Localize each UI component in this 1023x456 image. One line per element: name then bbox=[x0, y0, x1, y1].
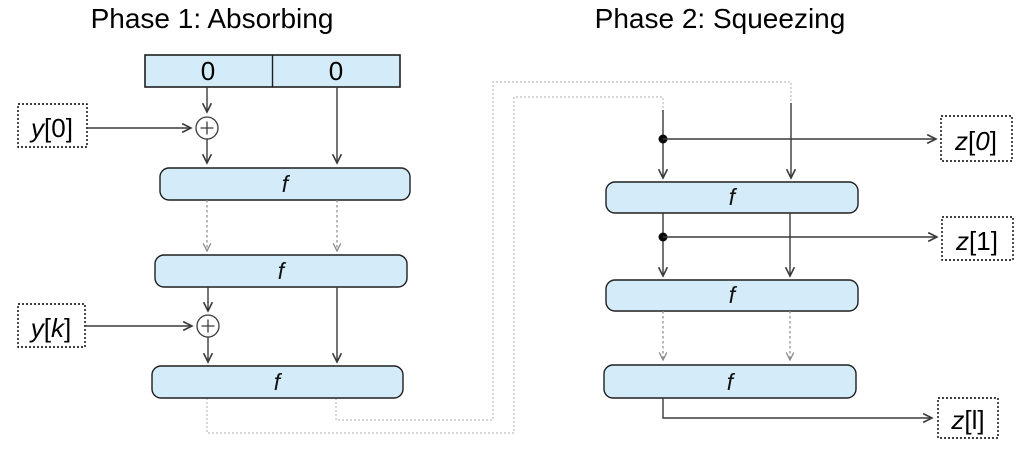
output-z1-var: z bbox=[955, 226, 969, 256]
state-register: 0 0 bbox=[144, 54, 401, 88]
arrow-to-zl bbox=[662, 398, 932, 418]
output-zl-label: z[l] bbox=[950, 405, 984, 435]
f-box-squeeze-2: f bbox=[605, 279, 859, 312]
output-zl-index: l bbox=[972, 405, 978, 435]
input-yk-index: k bbox=[51, 313, 66, 343]
f-label: f bbox=[282, 171, 291, 197]
phase1-title: Phase 1: Absorbing bbox=[91, 3, 334, 34]
input-yk-close: ] bbox=[64, 313, 71, 343]
output-zl-close: ] bbox=[977, 405, 984, 435]
output-z1-index: 1 bbox=[976, 226, 990, 256]
f-box-absorb-3: f bbox=[151, 365, 404, 399]
f-box-absorb-2: f bbox=[154, 254, 408, 288]
input-y0-index: 0 bbox=[51, 113, 65, 143]
phase2-title: Phase 2: Squeezing bbox=[595, 3, 846, 34]
output-z0-index: 0 bbox=[975, 126, 990, 156]
f-label: f bbox=[729, 282, 738, 308]
xor-icon bbox=[195, 116, 219, 140]
input-y0-var: y bbox=[29, 113, 46, 143]
xor-icon bbox=[196, 314, 220, 338]
output-zl-box: z[l] bbox=[937, 397, 999, 439]
output-z1-close: ] bbox=[991, 226, 998, 256]
output-z0-close: ] bbox=[990, 126, 997, 156]
input-y0-close: ] bbox=[66, 113, 73, 143]
input-y0-box: y[0] bbox=[17, 103, 88, 148]
output-zl-var: z bbox=[950, 405, 964, 435]
f-box-squeeze-1: f bbox=[605, 181, 859, 214]
f-box-absorb-1: f bbox=[159, 167, 411, 201]
output-z0-box: z[0] bbox=[940, 115, 1013, 162]
output-zl-open: [ bbox=[964, 405, 972, 435]
output-z0-label: z[0] bbox=[954, 126, 997, 156]
output-z0-open: [ bbox=[968, 126, 976, 156]
wrap-line-outer bbox=[335, 81, 792, 421]
input-yk-open: [ bbox=[44, 313, 52, 343]
input-y0-open: [ bbox=[44, 113, 52, 143]
f-label: f bbox=[278, 258, 287, 284]
input-yk-var: y bbox=[29, 313, 46, 343]
f-label: f bbox=[729, 184, 738, 210]
state-cell-right: 0 bbox=[329, 56, 343, 86]
output-z1-label: z[1] bbox=[955, 226, 998, 256]
f-label: f bbox=[727, 369, 736, 395]
state-cell-left: 0 bbox=[201, 56, 215, 86]
output-z1-open: [ bbox=[969, 226, 977, 256]
input-yk-label: y[k] bbox=[29, 313, 71, 343]
wrap-line-inner bbox=[206, 96, 664, 434]
f-box-squeeze-3: f bbox=[603, 364, 857, 399]
input-y0-label: y[0] bbox=[29, 113, 73, 143]
input-yk-box: y[k] bbox=[17, 303, 86, 348]
f-label: f bbox=[274, 369, 283, 395]
output-z1-box: z[1] bbox=[941, 216, 1014, 261]
output-z0-var: z bbox=[954, 126, 968, 156]
